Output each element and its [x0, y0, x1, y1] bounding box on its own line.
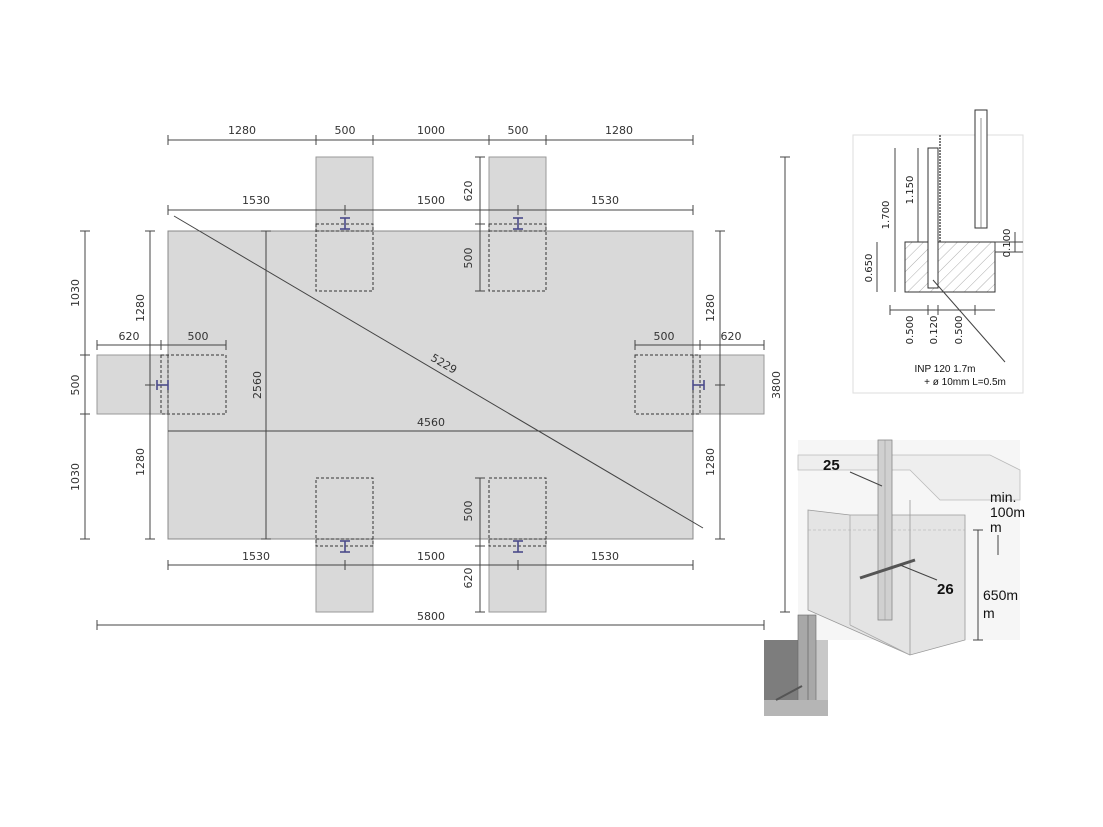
dim-label: 1000 — [417, 124, 445, 137]
dim-label: 1500 — [417, 194, 445, 207]
ibeam-icon — [340, 540, 350, 553]
dim-label: 1280 — [228, 124, 256, 137]
callout-25: 25 — [823, 457, 840, 474]
dim-label: 1280 — [704, 294, 717, 322]
section-width-label: 0.500 — [905, 316, 916, 345]
dim-label: 1530 — [242, 550, 270, 563]
depth-value: 650m — [983, 587, 1018, 603]
post-spec-caption: INP 120 1.7m — [915, 364, 976, 375]
dim-label: 1280 — [134, 448, 147, 476]
dim-label: 500 — [188, 330, 209, 343]
section-width-label: 0.500 — [954, 316, 965, 345]
dim-label: 500 — [462, 501, 475, 522]
dim-label: 620 — [462, 568, 475, 589]
footing-hidden-lines — [160, 223, 701, 547]
section-height-label: 0.100 — [1002, 229, 1013, 258]
dim-label: 1280 — [704, 448, 717, 476]
isometric-view: 25 26 min. 100m m 650m m — [797, 439, 1025, 656]
ibeam-icon — [513, 217, 523, 230]
slab-depth-label: 2560 — [251, 371, 264, 399]
dim-label: 1530 — [591, 194, 619, 207]
total-width-label: 5800 — [417, 610, 445, 623]
min-cover-value: 100m — [990, 504, 1025, 520]
depth-unit: m — [983, 605, 995, 621]
section-width-label: 0.120 — [929, 316, 940, 345]
dimension-lines — [80, 135, 790, 630]
site-photo — [764, 614, 828, 716]
min-cover-label: min. — [990, 489, 1016, 505]
section-height-label: 0.650 — [864, 254, 875, 283]
dim-label: 1530 — [242, 194, 270, 207]
ibeam-icon — [692, 380, 705, 390]
section-height-label: 1.700 — [881, 201, 892, 230]
dim-label: 620 — [119, 330, 140, 343]
dim-label: 500 — [335, 124, 356, 137]
dim-label: 500 — [508, 124, 529, 137]
callout-26: 26 — [937, 581, 954, 598]
dim-label: 500 — [69, 375, 82, 396]
total-depth-label: 3800 — [770, 371, 783, 399]
dim-label: 620 — [462, 181, 475, 202]
dim-label: 500 — [654, 330, 675, 343]
concrete-slab — [167, 230, 694, 540]
dim-label: 1500 — [417, 550, 445, 563]
dim-label: 1030 — [69, 463, 82, 491]
dimension-labels: 1280 500 1000 500 1280 1530 1500 1530 15… — [69, 124, 783, 623]
ibeam-icon — [513, 540, 523, 553]
slab-width-label: 4560 — [417, 416, 445, 429]
ibeam-icon — [156, 380, 169, 390]
dim-label: 500 — [462, 248, 475, 269]
min-cover-unit: m — [990, 519, 1002, 535]
dim-label: 1530 — [591, 550, 619, 563]
dim-label: 1280 — [134, 294, 147, 322]
section-detail: 1.700 1.150 0.650 0.100 0.500 0.120 0.50… — [852, 109, 1024, 394]
dim-label: 1280 — [605, 124, 633, 137]
section-height-label: 1.150 — [905, 176, 916, 205]
ibeam-icon — [340, 217, 350, 230]
dim-label: 620 — [721, 330, 742, 343]
steel-post-section — [927, 147, 939, 289]
footing-section — [904, 241, 996, 293]
dim-label: 1030 — [69, 279, 82, 307]
steel-post-icons — [156, 217, 705, 553]
rebar-spec-caption: + ø 10mm L=0.5m — [924, 377, 1006, 388]
